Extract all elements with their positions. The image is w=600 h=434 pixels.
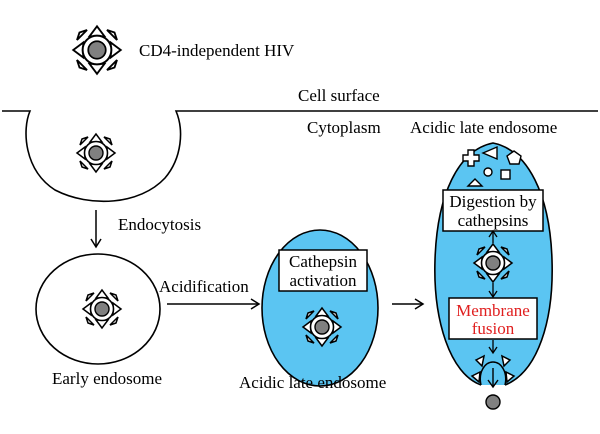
acidification-arrow	[167, 298, 261, 310]
transport-arrow	[392, 298, 425, 310]
digestion-line2: cathepsins	[458, 211, 529, 230]
spike-lower-right	[505, 370, 516, 384]
virion-early-endosome	[82, 289, 122, 329]
membrane-fusion-line1: Membrane	[456, 301, 530, 320]
acidic-late-endosome-bottom-label: Acidic late endosome	[239, 373, 386, 392]
fragment-triangle-icon	[481, 145, 498, 161]
hiv-label: CD4-independent HIV	[139, 41, 295, 60]
digestion-arrow	[488, 229, 498, 243]
endocytosis-label: Endocytosis	[118, 215, 201, 234]
digestion-line1: Digestion by	[449, 192, 537, 211]
cell-surface-label: Cell surface	[298, 86, 380, 105]
release-arrow	[488, 340, 498, 355]
spike-right	[500, 354, 512, 368]
cell-surface-membrane	[2, 110, 598, 203]
fragment-square-icon	[500, 169, 511, 180]
spike-lower-left	[470, 370, 481, 384]
spike-left	[474, 354, 486, 368]
acidic-late-endosome-top-label: Acidic late endosome	[410, 118, 557, 137]
cathepsin-activation-box: Cathepsin activation	[278, 249, 368, 292]
fragment-small-triangle-icon	[466, 178, 484, 187]
membrane-fusion-line2: fusion	[472, 319, 515, 338]
digested-fragments	[462, 145, 522, 187]
digestion-box: Digestion by cathepsins	[442, 189, 544, 232]
released-core	[485, 394, 501, 410]
early-endosome-label: Early endosome	[52, 369, 162, 388]
fragment-cross-icon	[462, 149, 480, 167]
hiv-virion-icon	[72, 25, 122, 75]
fragment-pentagon-icon	[506, 150, 522, 165]
virion-in-pit	[76, 133, 116, 173]
endocytosis-arrow	[90, 210, 102, 249]
fusion-arrow	[488, 283, 498, 299]
envelope-arc	[479, 361, 507, 386]
cathepsin-activation-line2: activation	[289, 271, 357, 290]
fused-envelope	[470, 354, 516, 386]
acidification-label: Acidification	[159, 277, 249, 296]
core-release-arrow	[487, 368, 499, 389]
cathepsin-activation-line1: Cathepsin	[289, 252, 357, 271]
cytoplasm-label: Cytoplasm	[307, 118, 381, 137]
fragment-circle-icon	[483, 167, 493, 177]
virion-right-endosome	[473, 243, 513, 283]
virion-middle-endosome	[302, 307, 342, 347]
membrane-fusion-box: Membrane fusion	[448, 297, 538, 340]
